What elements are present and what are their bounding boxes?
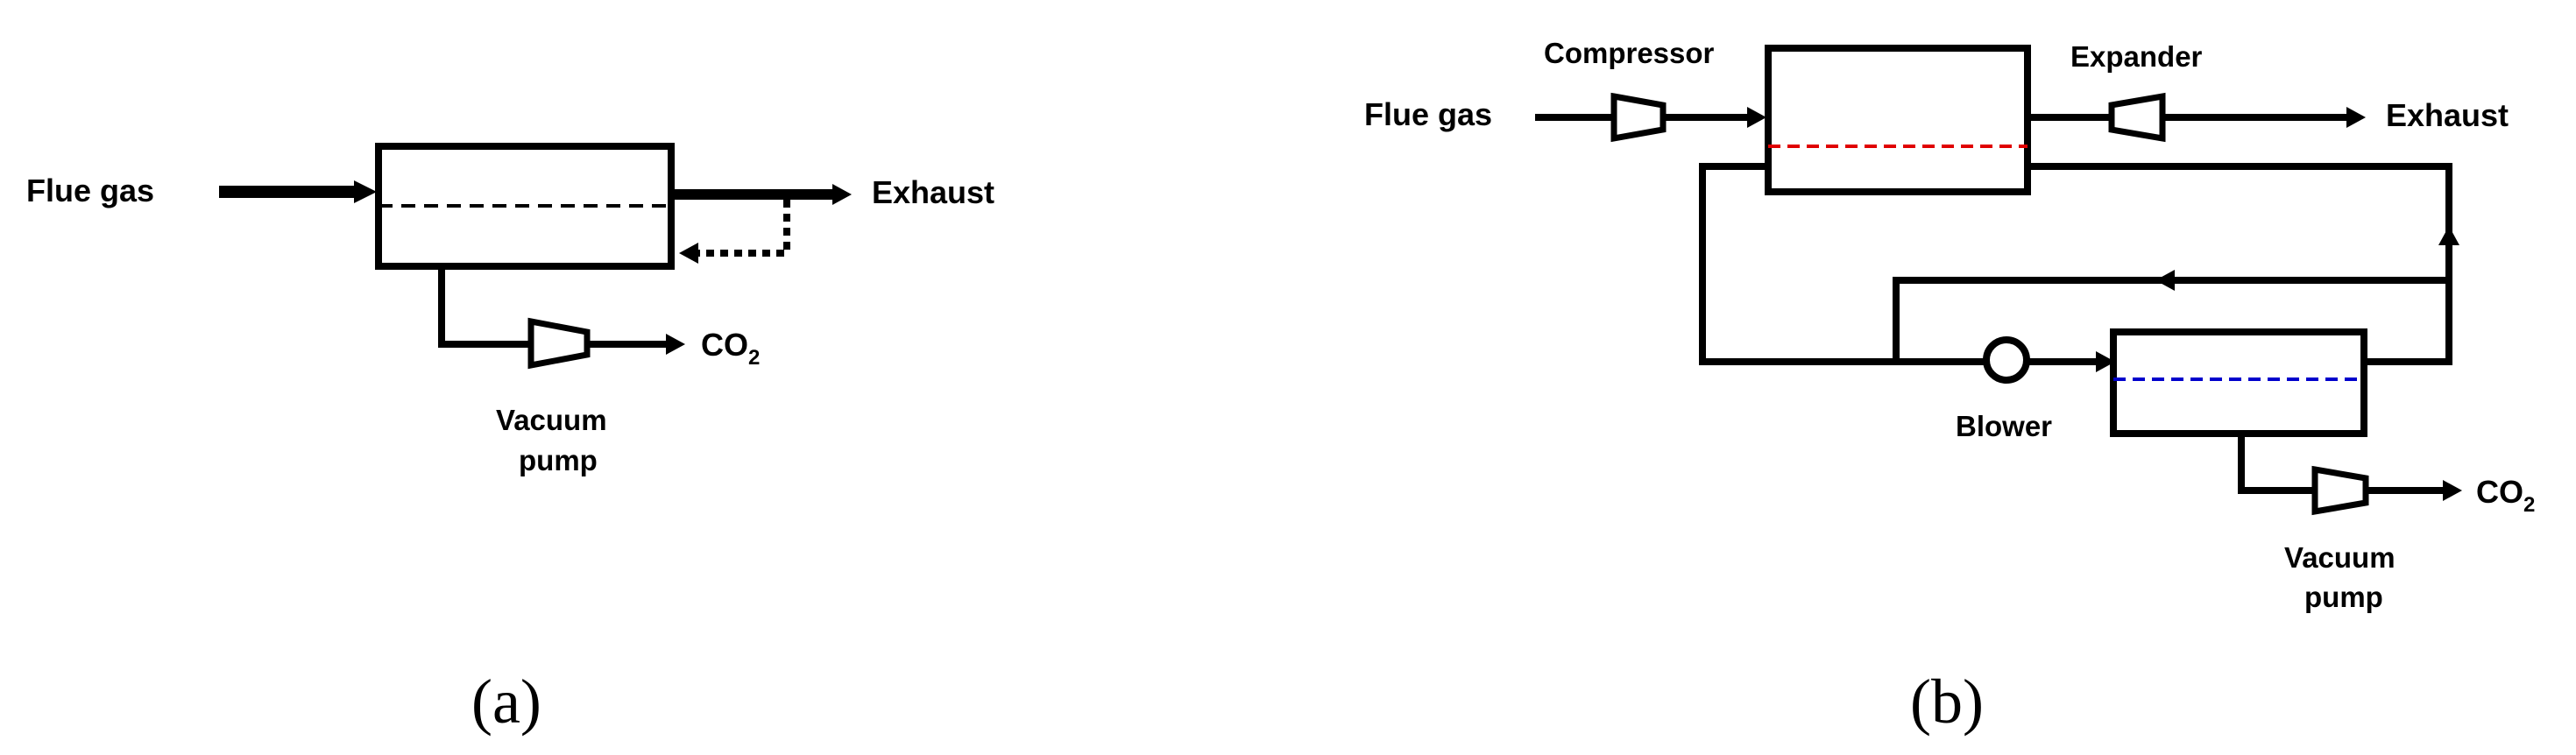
panel-b-exhaust-label: Exhaust: [2386, 97, 2509, 133]
panel-b-co2-label: CO2: [2476, 474, 2535, 517]
panel-b-label: (b): [1910, 667, 1984, 737]
panel-a-exhaust-arrowhead: [832, 184, 852, 205]
panel-b-feed-label: Flue gas: [1364, 96, 1492, 132]
panel-a-vacuum-pump-icon: [527, 317, 591, 370]
panel-a: Flue gas Exhaust CO2 Vacuum pump (a): [26, 143, 994, 737]
panel-b-module2-in-arrowhead: [2096, 351, 2115, 372]
panel-a-pump-label: pump: [519, 444, 598, 476]
panel-a-label: (a): [471, 667, 541, 737]
panel-b-exhaust-arrowhead: [2346, 107, 2366, 128]
panel-b-compressor-label: Compressor: [1544, 37, 1715, 69]
panel-b-membrane-module-1: [1765, 45, 2031, 195]
panel-b-recycle-line: [1893, 277, 2449, 362]
panel-b-permeate-2-line: [2238, 434, 2315, 494]
panel-a-permeate-line: [438, 266, 530, 348]
panel-b: Compressor Expander Flue gas Exhaust Blo…: [1364, 37, 2535, 737]
panel-a-recycle-line: [697, 200, 790, 257]
panel-b-recycle-arrowhead: [2155, 270, 2175, 291]
panel-a-feed-label: Flue gas: [26, 173, 154, 208]
panel-a-co2-arrowhead: [666, 334, 685, 355]
panel-a-vacuum-label: Vacuum: [496, 404, 607, 436]
panel-b-loop-up-arrowhead: [2438, 226, 2459, 245]
panel-a-feed-arrowhead: [354, 180, 377, 203]
panel-b-right-loop-line: [2028, 163, 2452, 365]
panel-b-vacuum-pump-icon: [2311, 465, 2369, 516]
panel-b-blower-label: Blower: [1956, 410, 2052, 442]
panel-b-membrane-module-2: [2110, 328, 2367, 437]
panel-b-blower-icon: [1983, 336, 2030, 384]
panel-a-exhaust-label: Exhaust: [872, 174, 994, 210]
panel-b-co2-arrowhead: [2443, 480, 2462, 501]
panel-b-vacuum-label: Vacuum: [2284, 541, 2396, 574]
panel-a-recycle-arrowhead: [679, 243, 698, 264]
panel-b-expander-icon: [2108, 92, 2166, 143]
panel-b-pump-label: pump: [2304, 581, 2383, 613]
panel-b-feed-arrowhead: [1747, 107, 1766, 128]
panel-a-co2-label: CO2: [701, 327, 760, 370]
panel-b-expander-label: Expander: [2070, 40, 2203, 73]
panel-b-compressor-icon: [1610, 92, 1667, 143]
panel-b-permeate-1-line: [1699, 163, 1985, 365]
